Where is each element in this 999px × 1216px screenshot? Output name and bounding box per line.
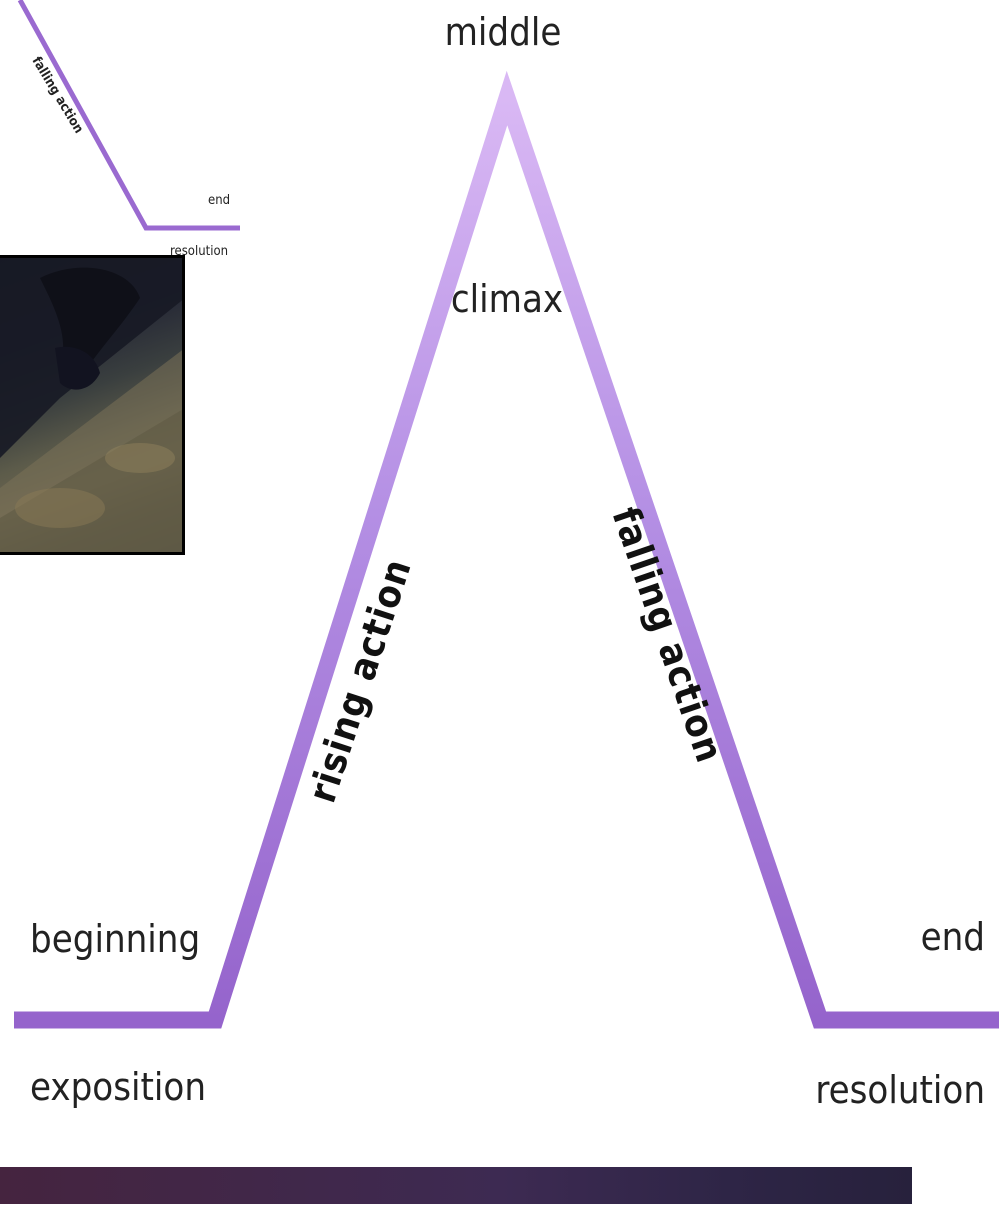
end-label: end [921, 915, 985, 959]
middle-label: middle [445, 10, 562, 54]
bottom-accent-bar [0, 1167, 912, 1204]
climber-photo [0, 255, 185, 555]
exposition-label: exposition [30, 1065, 206, 1109]
climber-photo-art [0, 258, 185, 555]
inset-plot-line [20, 0, 240, 228]
falling-action-label: falling action [603, 502, 732, 769]
resolution-label: resolution [815, 1068, 985, 1112]
plot-line [14, 98, 999, 1020]
beginning-label: beginning [30, 917, 200, 961]
inset-end-label: end [208, 193, 230, 208]
climax-label: climax [451, 277, 563, 321]
